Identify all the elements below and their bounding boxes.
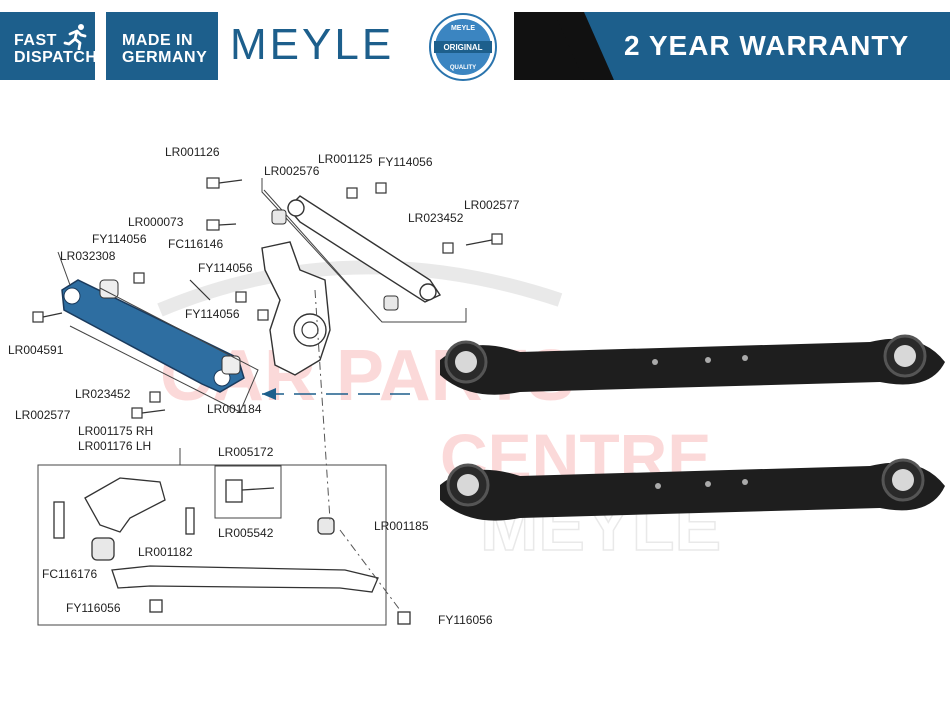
highlighted-lower-arm xyxy=(61,279,245,393)
label-lr001184: LR001184 xyxy=(207,402,262,416)
label-lr004591: LR004591 xyxy=(8,343,64,357)
made-in-germany-badge: MADE IN GERMANY xyxy=(106,12,218,80)
arrow-icon xyxy=(262,388,410,400)
made-in-label: MADE IN xyxy=(122,32,194,49)
fast-label: FAST xyxy=(14,32,57,49)
label-fy114056-a: FY114056 xyxy=(378,155,433,169)
label-lr001185: LR001185 xyxy=(374,519,429,533)
upper-control-arm xyxy=(271,195,442,311)
warranty-stripe xyxy=(554,12,614,80)
label-lr001175: LR001175 RH xyxy=(78,424,153,438)
label-lr000073: LR000073 xyxy=(128,215,184,229)
label-fy114056-c: FY114056 xyxy=(198,261,253,275)
runner-icon xyxy=(63,24,87,50)
warranty-text: 2 YEAR WARRANTY xyxy=(624,30,910,61)
bolts xyxy=(32,177,503,419)
label-lr001126: LR001126 xyxy=(165,145,220,159)
label-lr023452-a: LR023452 xyxy=(408,211,464,225)
label-lr002576: LR002576 xyxy=(264,164,320,178)
seal-top-text: MEYLE xyxy=(451,25,475,32)
meyle-original-quality-seal: MEYLE ORIGINAL QUALITY xyxy=(429,13,497,81)
germany-label: GERMANY xyxy=(122,49,208,66)
product-arm-top xyxy=(440,334,945,395)
label-fy116056-a: FY116056 xyxy=(66,601,121,615)
label-lr023452-b: LR023452 xyxy=(75,387,131,401)
fast-dispatch-badge: FAST DISPATCH xyxy=(0,12,98,80)
dispatch-label: DISPATCH xyxy=(14,49,98,66)
warranty-badge: 2 YEAR WARRANTY xyxy=(514,12,950,80)
seal-mid-text: ORIGINAL xyxy=(443,43,482,52)
label-fc116176: FC116176 xyxy=(42,567,97,581)
label-fy114056-b: FY114056 xyxy=(92,232,147,246)
meyle-logo: MEYLE xyxy=(230,20,395,69)
label-fc116146: FC116146 xyxy=(168,237,223,251)
label-lr002577-b: LR002577 xyxy=(15,408,71,422)
label-lr002577-a: LR002577 xyxy=(464,198,520,212)
label-lr001176: LR001176 LH xyxy=(78,439,151,453)
label-fy114056-d: FY114056 xyxy=(185,307,240,321)
label-lr001182: LR001182 xyxy=(138,545,193,559)
suspension-diagram: CAR PARTS CENTRE MEYLE xyxy=(8,145,945,627)
lower-assembly-parts xyxy=(53,477,411,625)
label-fy116056-b: FY116056 xyxy=(438,613,493,627)
label-lr005542: LR005542 xyxy=(218,526,274,540)
seal-bottom-text: QUALITY xyxy=(450,65,476,71)
header-banner: FAST DISPATCH MADE IN GERMANY MEYLE MEYL… xyxy=(0,0,950,88)
product-arm-bottom xyxy=(440,458,945,521)
label-lr005172: LR005172 xyxy=(218,445,274,459)
label-lr032308: LR032308 xyxy=(60,249,116,263)
watermark: CAR PARTS CENTRE MEYLE xyxy=(157,260,722,566)
label-lr001125: LR001125 xyxy=(318,152,373,166)
